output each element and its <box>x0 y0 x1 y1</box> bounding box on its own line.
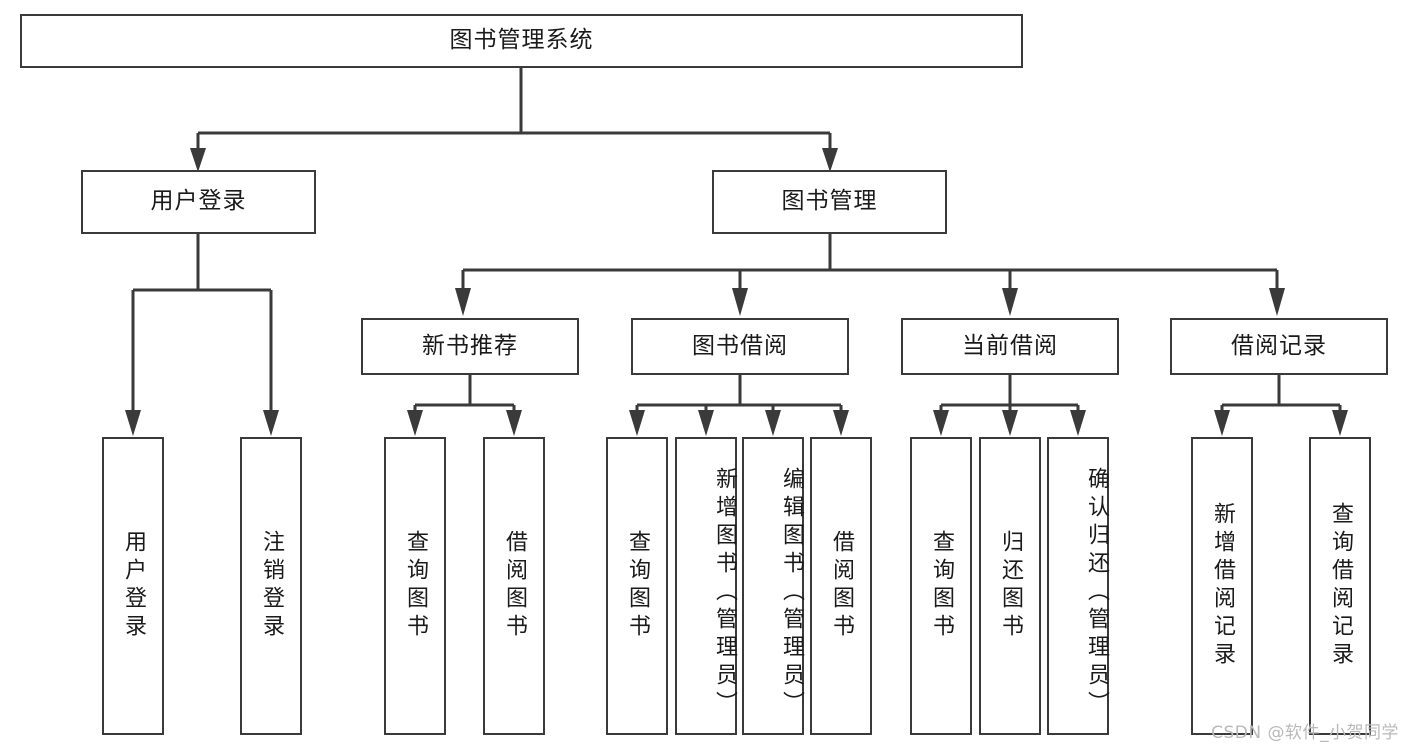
node-new-book-recommend[interactable]: 新书推荐 <box>361 318 579 375</box>
node-leaf-return-book[interactable]: 归还图书 <box>979 437 1041 735</box>
node-leaf-add-book[interactable]: 新增图书（管理员） <box>675 437 737 735</box>
node-current-borrow[interactable]: 当前借阅 <box>901 318 1119 375</box>
node-leaf-edit-book[interactable]: 编辑图书（管理员） <box>742 437 804 735</box>
node-root-book-management-system[interactable]: 图书管理系统 <box>20 14 1023 68</box>
node-leaf-query-book-3[interactable]: 查询图书 <box>910 437 972 735</box>
node-book-management[interactable]: 图书管理 <box>712 170 947 234</box>
node-borrow-record[interactable]: 借阅记录 <box>1170 318 1388 375</box>
node-book-borrow[interactable]: 图书借阅 <box>631 318 849 375</box>
node-leaf-confirm-return[interactable]: 确认归还（管理员） <box>1047 437 1109 735</box>
node-leaf-query-book-2[interactable]: 查询图书 <box>606 437 668 735</box>
node-leaf-borrow-book-1[interactable]: 借阅图书 <box>483 437 545 735</box>
node-leaf-logout[interactable]: 注销登录 <box>240 437 302 735</box>
node-leaf-query-book-1[interactable]: 查询图书 <box>384 437 446 735</box>
node-leaf-borrow-book-2[interactable]: 借阅图书 <box>810 437 872 735</box>
node-leaf-query-record[interactable]: 查询借阅记录 <box>1309 437 1371 735</box>
node-leaf-add-record[interactable]: 新增借阅记录 <box>1191 437 1253 735</box>
node-leaf-user-login[interactable]: 用户登录 <box>102 437 164 735</box>
node-user-login[interactable]: 用户登录 <box>81 170 316 234</box>
